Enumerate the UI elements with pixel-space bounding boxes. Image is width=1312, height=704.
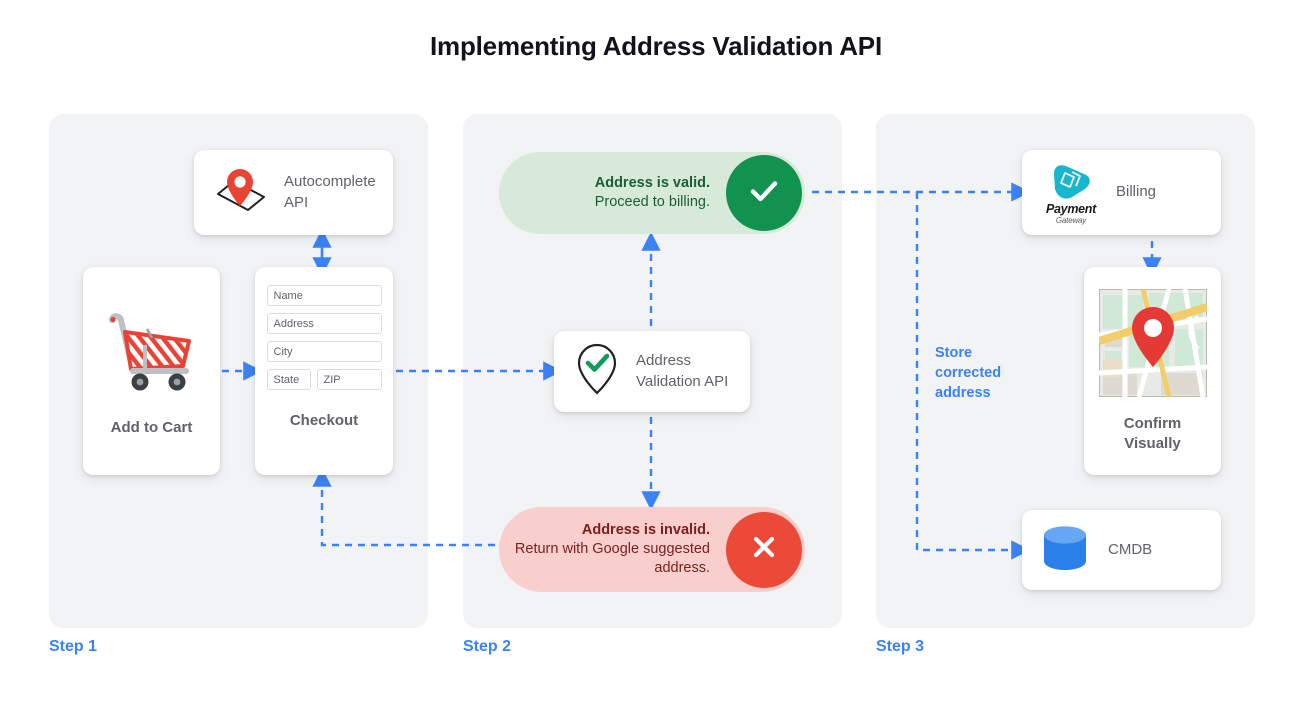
check-icon	[744, 171, 784, 216]
address-field[interactable]: Address	[266, 313, 382, 334]
city-field[interactable]: City	[266, 341, 382, 362]
address-invalid-body: Return with Google suggested address.	[514, 540, 710, 577]
address-invalid-text: Address is invalid. Return with Google s…	[499, 521, 726, 578]
state-field[interactable]: State	[266, 369, 311, 390]
payment-gateway-name: Payment	[1045, 201, 1096, 216]
address-valid-text: Address is valid. Proceed to billing.	[499, 174, 726, 212]
store-corrected-address-label: Store corrected address	[935, 345, 1002, 401]
payment-gateway-icon: Payment Gateway	[1040, 161, 1102, 225]
page-title: Implementing Address Validation API	[430, 31, 882, 61]
check-badge	[726, 155, 802, 231]
autocomplete-api-card[interactable]: Autocomplete API	[194, 150, 393, 235]
billing-label: Billing	[1116, 183, 1157, 201]
step-1-label: Step 1	[49, 638, 98, 655]
close-badge	[726, 511, 802, 588]
step-2-label: Step 2	[463, 638, 512, 655]
address-invalid-pill: Address is invalid. Return with Google s…	[499, 507, 805, 592]
checkout-title: Checkout	[289, 412, 359, 429]
address-valid-heading: Address is valid.	[594, 174, 710, 191]
zip-field[interactable]: ZIP	[316, 369, 382, 390]
map-pin-envelope-icon	[212, 162, 270, 223]
map-thumbnail-icon	[1097, 288, 1208, 402]
billing-card[interactable]: Payment Gateway Billing	[1022, 150, 1221, 235]
autocomplete-api-label: Autocomplete API	[284, 173, 376, 211]
checkout-card[interactable]: Name Address City State ZIP Checkout	[255, 267, 393, 475]
confirm-visually-title: Confirm Visually	[1123, 415, 1182, 452]
address-validation-api-label: Address Validation API	[636, 352, 729, 390]
cmdb-label: CMDB	[1108, 540, 1153, 558]
cmdb-card[interactable]: CMDB	[1022, 510, 1221, 590]
address-invalid-heading: Address is invalid.	[581, 521, 710, 538]
address-validation-api-card[interactable]: Address Validation API	[554, 331, 750, 412]
payment-gateway-sub: Gateway	[1055, 215, 1087, 225]
map-pin-check-icon	[572, 340, 622, 403]
address-valid-pill: Address is valid. Proceed to billing.	[499, 152, 805, 234]
shopping-cart-icon	[100, 305, 204, 406]
add-to-cart-card[interactable]: Add to Cart	[83, 267, 220, 475]
database-icon	[1040, 522, 1094, 579]
step-3-label: Step 3	[876, 638, 925, 655]
add-to-cart-title: Add to Cart	[110, 418, 193, 436]
confirm-visually-card[interactable]: Confirm Visually	[1084, 267, 1221, 475]
address-valid-body: Proceed to billing.	[594, 194, 710, 210]
close-icon	[744, 527, 784, 572]
name-field[interactable]: Name	[266, 285, 382, 306]
